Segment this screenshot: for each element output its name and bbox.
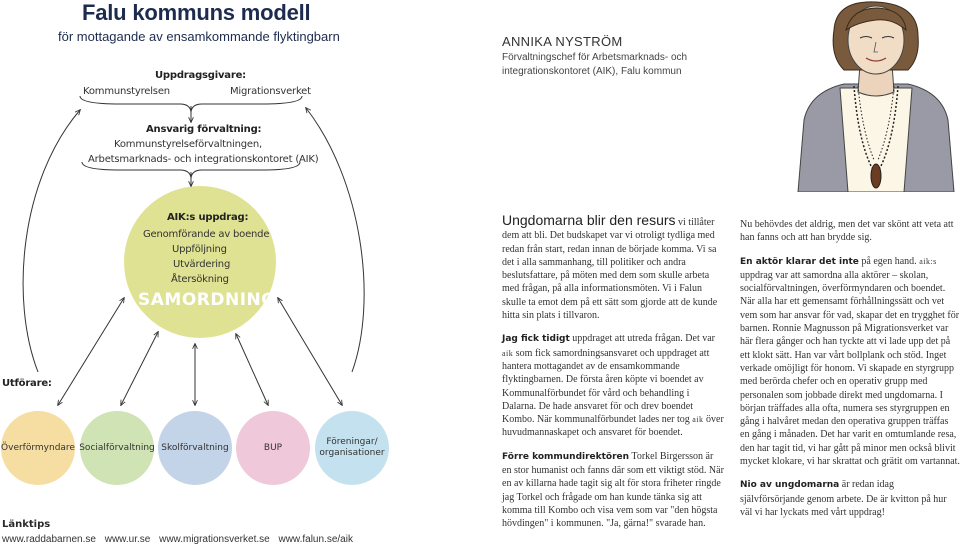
diagram-subtitle: för mottagande av ensamkommande flykting… <box>58 29 340 44</box>
article-smallcaps: aik:s <box>919 256 937 266</box>
assignor-migrationsverket: Migrationsverket <box>230 86 311 97</box>
assignors-heading: Uppdragsgivare: <box>155 70 246 81</box>
aik-task-4: Återsökning <box>171 274 229 285</box>
aik-task-1: Genomförande av boende <box>143 229 270 240</box>
article-paragraph: En aktör klarar det inte på egen hand. a… <box>740 255 960 469</box>
links-heading: Länktips <box>2 519 51 530</box>
article-text: Torkel Birgersson är en stor humanist oc… <box>502 450 724 530</box>
arrow-right-long <box>306 108 365 373</box>
article-paragraph: Nu behövdes det aldrig, men det var skön… <box>740 218 960 245</box>
link-raddabarnen[interactable]: www.raddabarnen.se <box>2 534 96 545</box>
article-paragraph: Jag fick tidigt uppdraget att utreda frå… <box>502 332 724 439</box>
article-text: över huvudmannaskapet och ansvaret för b… <box>502 414 724 439</box>
article-smallcaps: aik <box>502 348 514 358</box>
performer-label: BUP <box>263 442 283 453</box>
article-heading: Ungdomarna blir den resurs <box>502 212 676 228</box>
aik-heading: AIK:s uppdrag: <box>167 212 249 223</box>
diagram-title: Falu kommuns modell <box>82 0 311 25</box>
performer-foreningar: Föreningar/ organisationer <box>315 411 389 485</box>
article-text: uppdrag var att samordna alla aktörer – … <box>740 269 960 468</box>
article-lead: En aktör klarar det inte <box>740 256 859 267</box>
article-paragraph: Ungdomarna blir den resurs vi tillåter d… <box>502 212 724 322</box>
diagram-arrows <box>22 95 365 548</box>
article-column-2: Nu behövdes det aldrig, men det var skön… <box>740 218 960 527</box>
performer-skolforvaltning: Skolförvaltning <box>158 411 232 485</box>
person-role: Förvaltningschef för Arbetsmarknads- och… <box>502 52 688 77</box>
article-text: som fick samordningsansvaret och uppdrag… <box>502 347 710 426</box>
link-migrationsverket[interactable]: www.migrationsverket.se <box>159 534 270 545</box>
performers-heading: Utförare: <box>2 378 52 389</box>
links-list: www.raddabarnen.se www.ur.se www.migrati… <box>2 534 359 545</box>
article-paragraph: Förre kommundirektören Torkel Birgersson… <box>502 450 724 531</box>
article-lead: Jag fick tidigt <box>502 334 570 345</box>
article-lead: Förre kommundirektören <box>502 451 630 462</box>
arrow-circle-overformyndare <box>58 298 124 405</box>
performer-label: Skolförvaltning <box>161 442 229 453</box>
article-smallcaps: aik <box>692 415 704 425</box>
portrait-illustration <box>797 1 955 192</box>
performer-label: Socialförvaltning <box>79 442 155 453</box>
performer-socialforvaltning: Socialförvaltning <box>79 411 155 485</box>
link-falun-aik[interactable]: www.falun.se/aik <box>278 534 353 545</box>
responsible-line-1: Kommunstyrelseförvaltningen, <box>114 139 262 150</box>
person-name: ANNIKA NYSTRÖM <box>502 34 623 49</box>
article-lead: Nio av ungdomarna <box>740 480 840 491</box>
performer-bup: BUP <box>236 411 310 485</box>
performer-label: Föreningar/ organisationer <box>319 437 385 458</box>
article-text: på egen hand. <box>861 255 917 267</box>
aik-task-2: Uppföljning <box>172 244 227 255</box>
aik-circle <box>124 186 276 338</box>
responsible-line-2: Arbetsmarknads- och integrationskontoret… <box>88 154 319 165</box>
article-paragraph: Nio av ungdomarna är redan idag självför… <box>740 478 960 519</box>
article-text: är redan idag självförsörjande genom arb… <box>740 479 947 518</box>
assignor-kommunstyrelsen: Kommunstyrelsen <box>83 86 170 97</box>
arrow-circle-socialforvaltning <box>121 332 158 405</box>
link-ur[interactable]: www.ur.se <box>104 534 151 545</box>
assignors-block: Uppdragsgivare: Kommunstyrelsen Migratio… <box>80 70 311 102</box>
article-text: uppdraget att utreda frågan. Det var <box>572 333 715 345</box>
responsible-heading: Ansvarig förvaltning: <box>146 124 262 135</box>
article-text: Nu behövdes det aldrig, men det var skön… <box>740 219 954 244</box>
article-text: vi tillåter dem att bli. Det budskapet v… <box>502 217 718 322</box>
arrow-circle-foreningar <box>278 298 342 405</box>
performer-label: Överförmyndare <box>1 442 75 453</box>
article-column-1: Ungdomarna blir den resurs vi tillåter d… <box>502 212 724 539</box>
arrow-left-long <box>22 110 80 373</box>
performer-overformyndare: Överförmyndare <box>1 411 75 485</box>
aik-keyword: SAMORDNING <box>138 290 276 310</box>
arrow-circle-bup <box>236 334 268 405</box>
aik-task-3: Utvärdering <box>173 259 231 270</box>
